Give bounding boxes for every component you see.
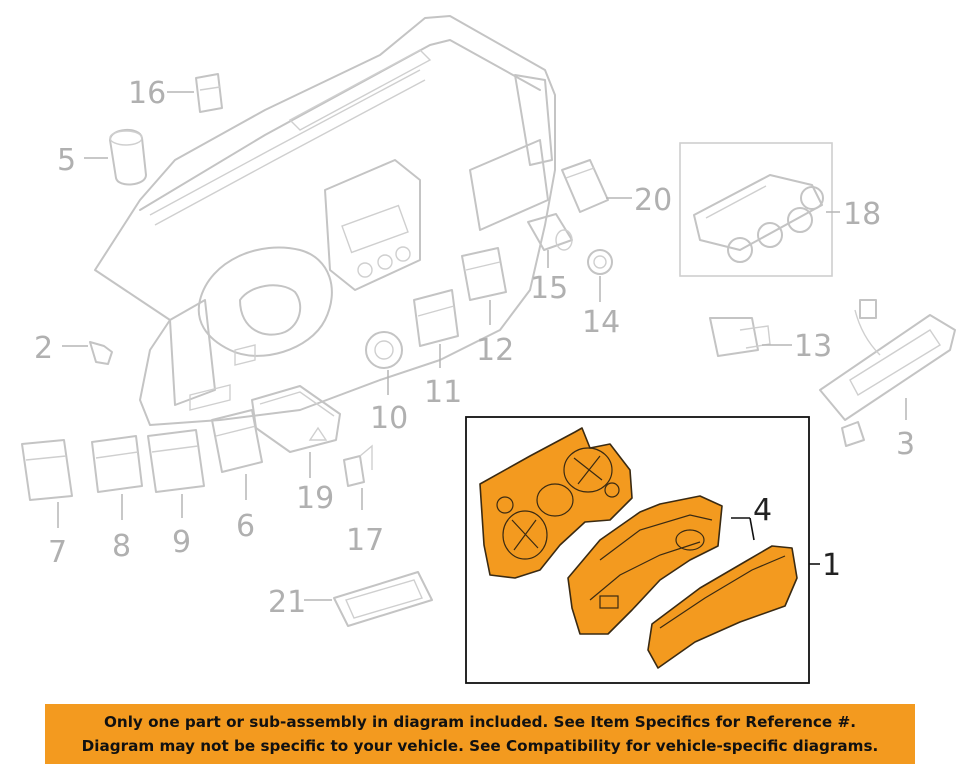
part-15-socket [527, 213, 573, 251]
callout-7: 7 [48, 535, 67, 570]
callout-12: 12 [476, 333, 514, 368]
part-21-display [333, 571, 433, 627]
cluster-assembly-frame [465, 416, 810, 684]
part-12-switch [461, 247, 507, 301]
part-13-switch [709, 317, 771, 357]
callout-17: 17 [346, 523, 384, 558]
part-5-switch [109, 129, 147, 186]
part-17-sensor [343, 444, 373, 487]
part-20-switch [561, 159, 609, 213]
callout-10: 10 [370, 401, 408, 436]
leader-4b [749, 517, 755, 541]
part-6-switch [211, 409, 263, 473]
part-16-switch [195, 73, 223, 113]
callout-1: 1 [822, 548, 841, 583]
callout-15: 15 [530, 271, 568, 306]
part-18-climate-control [693, 174, 824, 263]
instrument-cluster-gauges [479, 427, 633, 579]
callout-5: 5 [57, 143, 76, 178]
callout-8: 8 [112, 529, 131, 564]
part-8-switch [91, 435, 143, 493]
part-10-knob [365, 331, 403, 369]
part-9-switch [147, 429, 205, 493]
callout-11: 11 [424, 375, 462, 410]
callout-9: 9 [172, 525, 191, 560]
part-19-hazard-switch [251, 385, 341, 453]
part-18-frame [679, 142, 833, 277]
callout-18: 18 [843, 197, 881, 232]
part-2-clip [89, 341, 113, 365]
instrument-cluster-housing [567, 495, 723, 635]
disclaimer-line-1: Only one part or sub-assembly in diagram… [103, 713, 857, 731]
callout-2: 2 [34, 331, 53, 366]
callout-19: 19 [296, 481, 334, 516]
part-7-switch [21, 439, 73, 501]
callout-3: 3 [896, 427, 915, 462]
callout-16: 16 [128, 76, 166, 111]
parts-diagram: 16 5 2 20 15 14 12 11 [21, 15, 956, 684]
callout-14: 14 [582, 305, 620, 340]
callout-20: 20 [634, 183, 672, 218]
instrument-cluster-lens [647, 545, 798, 669]
disclaimer-banner: Only one part or sub-assembly in diagram… [45, 704, 915, 764]
callout-13: 13 [794, 329, 832, 364]
callout-6: 6 [236, 509, 255, 544]
callout-21: 21 [268, 585, 306, 620]
disclaimer-line-2: Diagram may not be specific to your vehi… [81, 737, 879, 755]
part-3-module [819, 299, 956, 447]
dashboard-outline [94, 15, 556, 426]
callout-4: 4 [753, 493, 772, 528]
part-11-switch [413, 289, 459, 347]
part-14-knob [587, 249, 613, 275]
